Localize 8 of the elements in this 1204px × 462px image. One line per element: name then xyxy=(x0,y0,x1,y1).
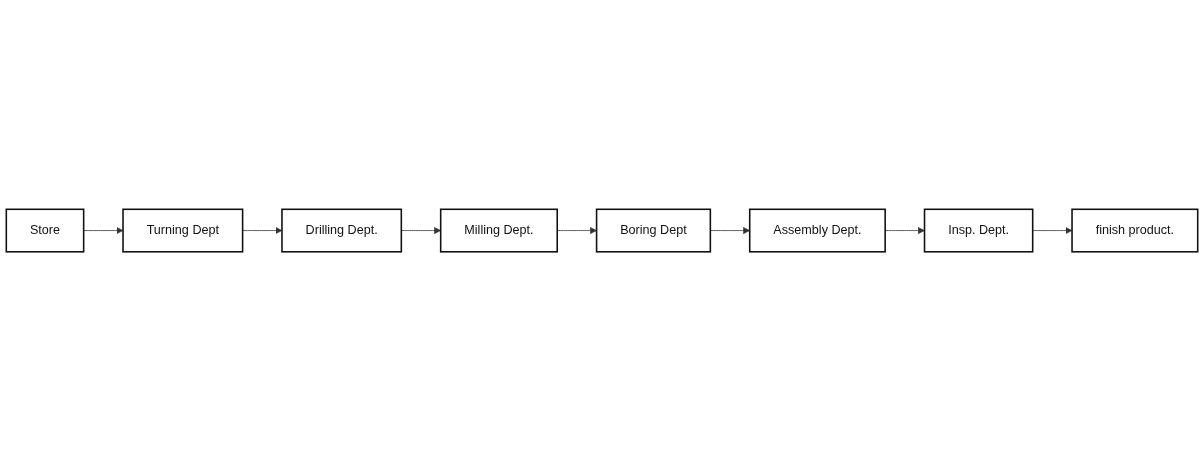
node-box: Drilling Dept. xyxy=(281,208,403,254)
node-box: Boring Dept xyxy=(595,208,712,254)
node-box: finish product. xyxy=(1071,208,1199,254)
node-box: Insp. Dept. xyxy=(923,208,1034,254)
node-box: Turning Dept xyxy=(122,208,244,254)
node-box: Assembly Dept. xyxy=(748,208,886,254)
node-box: Milling Dept. xyxy=(439,208,558,254)
node-box: Store xyxy=(5,208,85,254)
